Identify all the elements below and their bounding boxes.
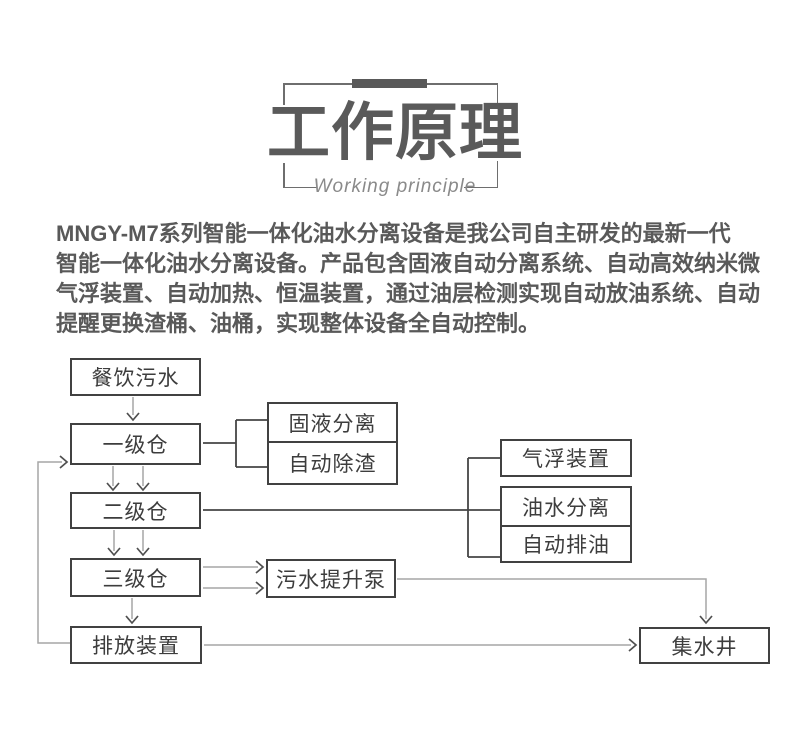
gray-connector-lines xyxy=(37,397,707,646)
page-subtitle: Working principle xyxy=(313,176,477,197)
node-label: 一级仓 xyxy=(102,434,169,457)
intro-line: MNGY-M7系列智能一体化油水分离设备是我公司自主研发的最新一代 xyxy=(56,221,731,246)
node-label: 二级仓 xyxy=(102,500,169,524)
title-accent-bar xyxy=(352,79,427,88)
node-label: 自动排油 xyxy=(522,534,610,557)
intro-line: 智能一体化油水分离设备。产品包含固液自动分离系统、自动高效纳米微 xyxy=(56,251,761,276)
flow-node-level-1-chamber: 一级仓 xyxy=(70,423,201,465)
flow-node-catering-sewage: 餐饮污水 xyxy=(70,358,201,396)
node-label: 排放装置 xyxy=(92,635,180,658)
subtitle-right-dash xyxy=(464,186,498,188)
title-frame-top-right-corner xyxy=(496,83,498,105)
subtitle-left-dash xyxy=(283,186,317,188)
node-label: 污水提升泵 xyxy=(276,568,386,592)
title-frame-bottom-right-corner xyxy=(496,161,498,188)
intro-line: 气浮装置、自动加热、恒温装置，通过油层检测实现自动放油系统、自动 xyxy=(56,281,761,306)
node-label: 自动除渣 xyxy=(288,453,377,476)
flow-node-air-flotation-device: 气浮装置 xyxy=(500,439,632,477)
node-label: 三级仓 xyxy=(102,567,169,591)
node-label: 油水分离 xyxy=(522,496,610,520)
intro-line: 提醒更换渣桶、油桶，实现整体设备全自动控制。 xyxy=(56,311,541,336)
node-label: 集水井 xyxy=(671,635,738,659)
flow-node-sewage-lift-pump: 污水提升泵 xyxy=(266,559,396,598)
node-label: 餐饮污水 xyxy=(91,367,180,390)
node-label: 气浮装置 xyxy=(522,448,610,471)
flow-node-discharge-device: 排放装置 xyxy=(70,626,202,664)
flow-node-auto-slag-removal: 自动除渣 xyxy=(267,441,398,485)
flow-node-auto-oil-discharge: 自动排油 xyxy=(500,525,632,563)
flow-node-collecting-well: 集水井 xyxy=(639,627,770,664)
page-title: 工作原理 xyxy=(267,98,523,168)
flow-node-level-2-chamber: 二级仓 xyxy=(70,492,201,529)
flow-node-oil-water-separation: 油水分离 xyxy=(500,486,632,527)
arrowhead-icon xyxy=(59,412,713,652)
title-frame-top-left-corner xyxy=(283,83,285,105)
dark-connector-lines xyxy=(203,419,500,558)
title-frame-bottom-left-corner xyxy=(283,163,285,188)
node-label: 固液分离 xyxy=(288,412,377,436)
intro-paragraph: MNGY-M7系列智能一体化油水分离设备是我公司自主研发的最新一代 智能一体化油… xyxy=(56,219,761,339)
flow-node-level-3-chamber: 三级仓 xyxy=(70,558,201,597)
flow-node-solid-liquid-separation: 固液分离 xyxy=(267,402,398,443)
